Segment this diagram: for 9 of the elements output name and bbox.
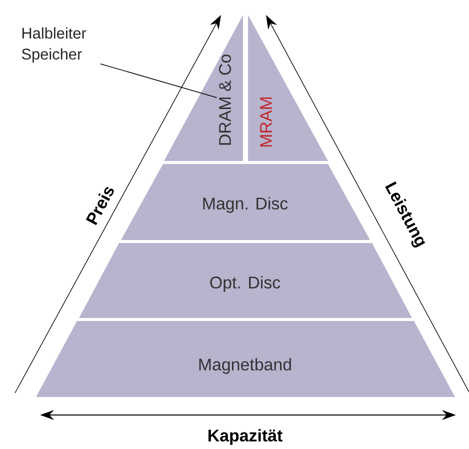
axis-label: Kapazität xyxy=(208,429,282,445)
triangle-segment: DRAM & Co xyxy=(164,15,243,161)
axis-label: Preis xyxy=(86,187,114,226)
tier-band: Magn. Disc xyxy=(121,164,370,240)
callout-text: Halbleiter Speicher xyxy=(22,27,86,63)
triangle-segment: MRAM xyxy=(248,15,328,161)
tier-band: Magnetband xyxy=(36,321,455,397)
tier-band: Opt. Disc xyxy=(79,243,412,318)
leader-line xyxy=(100,63,218,98)
